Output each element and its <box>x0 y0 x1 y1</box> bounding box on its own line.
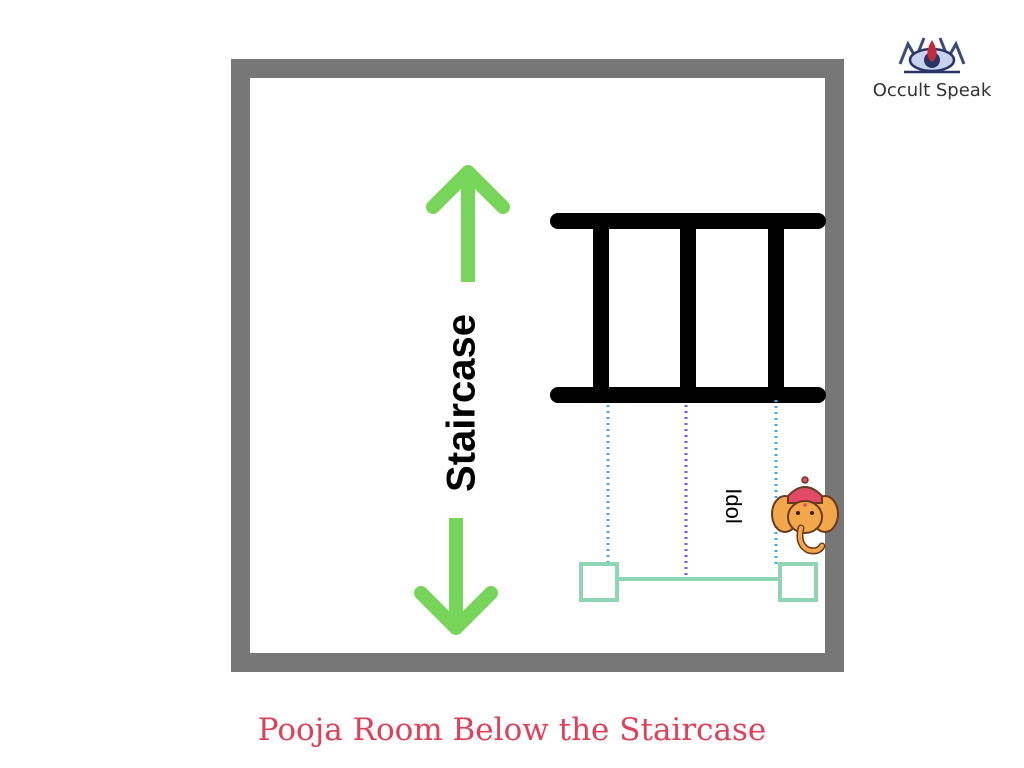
occult-speak-logo-icon <box>898 37 966 74</box>
arrow-up-icon <box>426 165 510 282</box>
brand-name: Occult Speak <box>872 80 992 101</box>
room-wall <box>231 59 844 672</box>
idol-label: Idol <box>721 488 746 524</box>
guide-lines <box>606 400 778 575</box>
staircase-label: Staircase <box>439 314 484 492</box>
staircase-steps <box>550 213 826 403</box>
pooja-platform <box>579 562 818 602</box>
arrow-down-icon <box>414 518 498 635</box>
ganesha-icon <box>771 476 839 555</box>
brand: Occult Speak <box>868 32 996 112</box>
caption: Pooja Room Below the Staircase <box>257 712 767 748</box>
